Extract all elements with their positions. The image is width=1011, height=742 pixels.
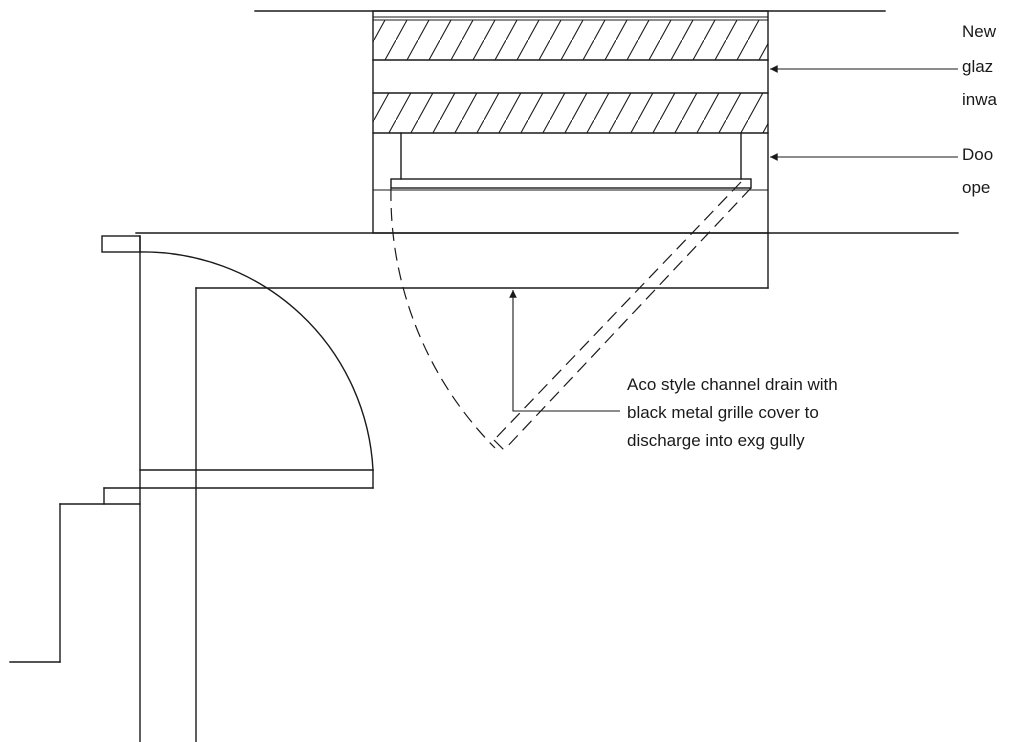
door-swing-dashed	[390, 181, 752, 451]
leader-drain	[509, 290, 620, 412]
drain-note: Aco style channel drain with black metal…	[627, 375, 842, 450]
left-wall	[101, 232, 769, 742]
side-door-swing-arc	[139, 251, 374, 471]
steps	[9, 469, 374, 663]
door-leaf	[390, 178, 752, 189]
hatched-band-lower	[373, 93, 768, 133]
window-note: New glaz inwa	[962, 22, 1001, 109]
door-note: Doo ope	[962, 145, 998, 197]
hatched-band-upper	[373, 20, 768, 60]
door-jambs	[373, 132, 768, 191]
